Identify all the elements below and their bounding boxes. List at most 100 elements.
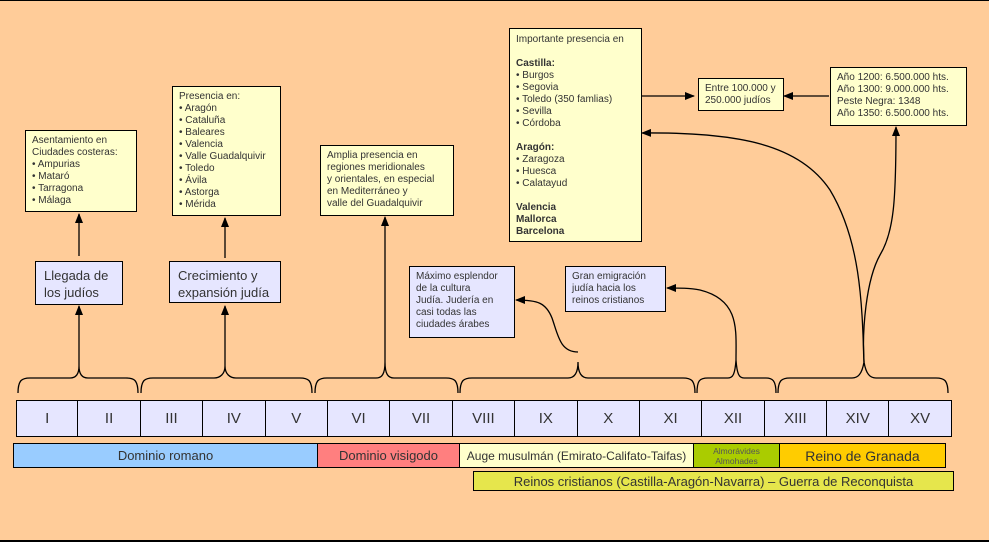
bottom-border: [0, 540, 989, 542]
box-text: Importante presencia en: [516, 34, 624, 45]
brace-13-15: [777, 361, 949, 394]
box-item: Mallorca: [516, 214, 557, 225]
box-item: • Aragón: [179, 103, 217, 114]
period-label: Dominio visigodo: [339, 448, 438, 463]
box-text: Llegada de: [44, 268, 109, 283]
box-item: • Valle Guadalquivir: [179, 151, 266, 162]
period-label: Almohades: [715, 455, 758, 466]
box-text: y orientales, en especial: [327, 174, 435, 185]
box-item: Barcelona: [516, 226, 565, 237]
period-visigodo: Dominio visigodo: [317, 443, 460, 468]
box-item: • Toledo: [179, 163, 215, 174]
top-border: [0, 0, 989, 1]
box-item: Valencia: [516, 202, 557, 213]
box-text: Gran emigración: [572, 271, 646, 282]
box-item: • Zaragoza: [516, 154, 565, 165]
brace-3-5: [140, 365, 313, 394]
box-item: • Astorga: [179, 187, 220, 198]
box-text: valle del Guadalquivir: [327, 198, 423, 209]
box-text: Año 1350: 6.500.000 hts.: [837, 108, 949, 119]
box-text: Año 1300: 9.000.000 hts.: [837, 84, 949, 95]
period-label: Reinos cristianos (Castilla-Aragón-Navar…: [513, 473, 914, 489]
century-cell: IX: [515, 400, 578, 437]
box-item: • Calatayud: [516, 178, 568, 189]
century-cell: XIV: [827, 400, 890, 437]
brace-8-11: [459, 361, 696, 394]
period-label: Auge musulmán (Emirato-Califato-Taifas): [466, 448, 687, 463]
period-granada: Reino de Granada: [779, 443, 946, 468]
poblacion-judia-box: Entre 100.000 y 250.000 judíos: [698, 78, 784, 111]
box-text: de la cultura: [416, 283, 471, 294]
box-text: Asentamiento en: [32, 135, 108, 146]
box-text: Peste Negra: 1348: [837, 96, 921, 107]
century-cell: VIII: [452, 400, 516, 437]
box-text: Crecimiento y: [178, 268, 258, 283]
box-text: Entre 100.000 y: [705, 83, 776, 94]
asentamiento-box: Asentamiento en Ciudades costeras: • Amp…: [25, 130, 137, 212]
aragon-title: Aragón:: [516, 142, 555, 153]
poblacion-total-box: Año 1200: 6.500.000 hts. Año 1300: 9.000…: [830, 67, 967, 126]
box-text: en Mediterráneo y: [327, 186, 408, 197]
box-item: • Huesca: [516, 166, 557, 177]
period-almoravides: Almorávides Almohades: [693, 443, 780, 468]
box-text: Amplia presencia en: [327, 150, 418, 161]
presencia-box: Presencia en: • Aragón • Cataluña • Bale…: [172, 86, 281, 216]
box-item: • Málaga: [32, 195, 72, 206]
llegada-box: Llegada de los judíos: [35, 261, 123, 305]
period-label: Almorávides: [713, 445, 760, 456]
amplia-presencia-box: Amplia presencia en regiones meridionale…: [320, 145, 454, 216]
century-cell: VII: [390, 400, 453, 437]
box-text: casi todas las: [416, 307, 477, 318]
period-reinos-cristianos: Reinos cristianos (Castilla-Aragón-Navar…: [473, 471, 954, 491]
box-item: • Ávila: [179, 175, 207, 186]
box-text: Judía. Judería en: [416, 295, 494, 306]
box-text: Presencia en:: [179, 91, 241, 102]
century-cell: IV: [203, 400, 266, 437]
brace-6-7: [314, 361, 459, 394]
century-cell: XII: [702, 400, 765, 437]
box-item: • Cataluña: [179, 115, 226, 126]
box-item: • Sevilla: [516, 106, 552, 117]
box-item: • Segovia: [516, 82, 559, 93]
box-item: • Ampurias: [32, 159, 80, 170]
box-text: 250.000 judíos: [705, 95, 771, 106]
box-item: • Mataró: [32, 171, 70, 182]
box-item: • Tarragona: [32, 183, 84, 194]
box-text: Ciudades costeras:: [32, 147, 118, 158]
period-label: Reino de Granada: [805, 447, 920, 464]
century-cell: XI: [639, 400, 703, 437]
century-cell: XIII: [764, 400, 828, 437]
box-item: • Valencia: [179, 139, 223, 150]
century-cell: II: [78, 400, 141, 437]
box-item: • Toledo (350 famlias): [516, 94, 613, 105]
century-row: I II III IV V VI VII VIII IX X XI XII XI…: [16, 400, 952, 437]
box-item: • Córdoba: [516, 118, 561, 129]
brace-1-2: [17, 365, 139, 394]
maximo-esplendor-box: Máximo esplendor de la cultura Judía. Ju…: [409, 266, 515, 338]
century-cell: III: [140, 400, 204, 437]
box-text: expansión judía: [178, 285, 270, 300]
box-text: reinos cristianos: [572, 295, 645, 306]
box-text: ciudades árabes: [416, 319, 490, 330]
box-text: Año 1200: 6.500.000 hts.: [837, 72, 949, 83]
box-item: • Mérida: [179, 199, 216, 210]
gran-emigracion-box: Gran emigración judía hacia los reinos c…: [565, 266, 666, 312]
castilla-title: Castilla:: [516, 58, 555, 69]
century-cell: V: [265, 400, 328, 437]
period-musulman: Auge musulmán (Emirato-Califato-Taifas): [459, 443, 694, 468]
box-text: regiones meridionales: [327, 162, 425, 173]
century-cell: I: [16, 400, 79, 437]
century-cell: VI: [327, 400, 391, 437]
crecimiento-box: Crecimiento y expansión judía: [169, 261, 281, 303]
brace-12: [696, 359, 777, 394]
period-romano: Dominio romano: [13, 443, 318, 468]
box-item: • Baleares: [179, 127, 225, 138]
century-cell: XV: [889, 400, 952, 437]
box-item: • Burgos: [516, 70, 554, 81]
box-text: los judíos: [44, 285, 99, 300]
box-text: judía hacia los: [572, 283, 636, 294]
century-cell: X: [577, 400, 640, 437]
box-text: Máximo esplendor: [416, 271, 498, 282]
period-label: Dominio romano: [117, 448, 214, 463]
importante-presencia-box: Importante presencia en Castilla: • Burg…: [509, 28, 642, 242]
